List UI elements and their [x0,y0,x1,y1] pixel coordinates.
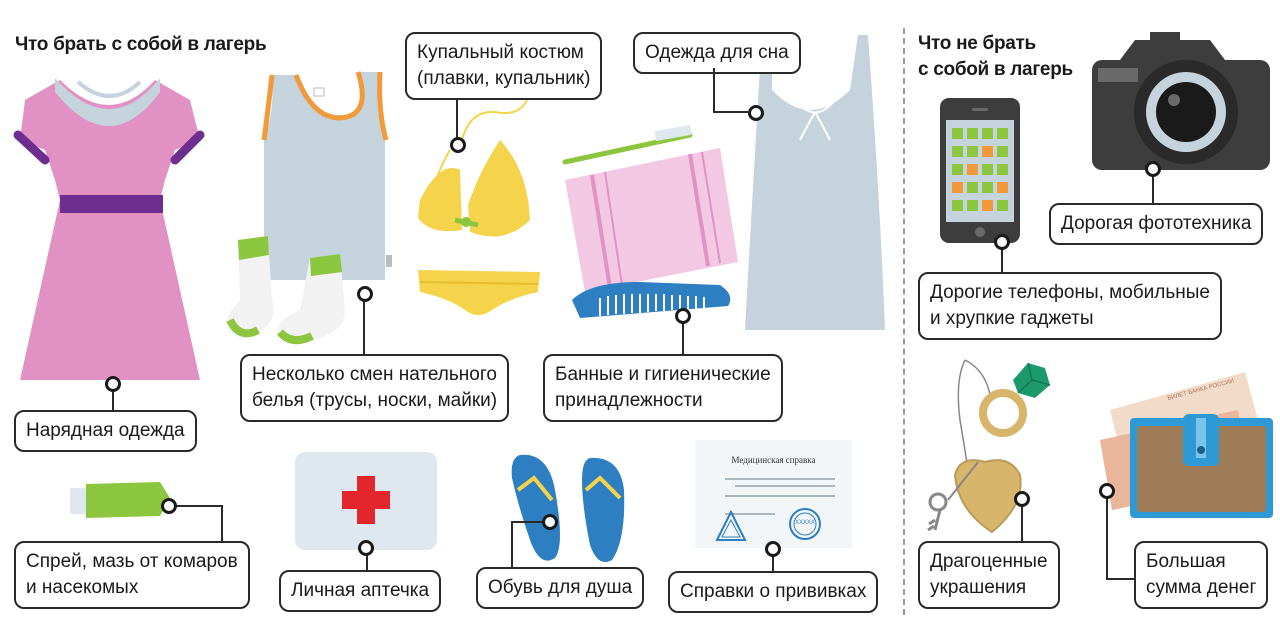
marker-camera [1145,161,1161,177]
line-spray-h [175,505,223,507]
label-jewelry-line1: Драгоценные [930,551,1048,572]
nightgown-icon [745,35,885,330]
flip-flops-icon [511,454,625,563]
medical-certificate-icon: Медицинская справка XXXXX [695,440,852,548]
line-hygiene [682,322,684,356]
label-dress: Нарядная одежда [14,410,197,452]
undershirt-icon [261,71,392,280]
line-certificates [772,555,774,573]
label-money-line1: Большая [1146,551,1226,572]
label-swimsuit-line2: (плавки, купальник) [417,68,591,89]
label-jewelry-line2: украшения [930,577,1027,598]
section-heading-not-take-line2: с собой в лагерь [918,59,1073,80]
label-camera: Дорогая фототехника [1049,203,1264,245]
label-certificates: Справки о прививках [668,571,879,613]
label-swimsuit-line1: Купальный костюм [417,42,584,63]
comb-icon [572,282,731,318]
label-hygiene-line2: принадлежности [555,390,703,411]
line-firstaid [366,554,368,572]
label-hygiene: Банные и гигиенические принадлежности [543,354,783,422]
marker-sleepwear [748,105,764,121]
marker-phones [994,234,1010,250]
marker-jewelry [1014,491,1030,507]
line-money-h [1106,578,1136,580]
first-aid-kit-icon [295,452,437,550]
label-sleepwear: Одежда для сна [633,32,801,74]
line-shoes-v [511,521,513,569]
dress-icon [13,78,205,380]
label-shower-shoes: Обувь для душа [476,567,645,609]
towel-icon [565,148,738,292]
marker-money [1099,483,1115,499]
line-spray-v [221,505,223,543]
label-underwear: Несколько смен нательного белья (трусы, … [240,354,510,422]
line-jewelry [1021,505,1023,543]
section-heading-take: Что брать с собой в лагерь [15,34,267,55]
certificate-title: Медицинская справка [731,455,816,465]
swimsuit-icon [418,69,551,315]
section-heading-not-take: Что не брать с собой в лагерь [918,31,1073,83]
marker-shoes [542,514,558,530]
marker-firstaid [358,540,374,556]
section-heading-not-take-line1: Что не брать [918,33,1036,54]
jewelry-icon [927,359,1051,534]
smartphone-icon [940,98,1020,243]
label-money: Большая сумма денег [1134,541,1269,609]
marker-underwear [357,286,373,302]
line-shoes-h [511,521,551,523]
line-money-v [1106,496,1108,580]
line-swimsuit [456,98,458,144]
line-phones [1001,248,1003,274]
camera-icon [1092,32,1270,170]
marker-hygiene [675,308,691,324]
ointment-tube-icon [70,482,170,518]
label-underwear-line1: Несколько смен нательного [252,364,497,385]
line-camera [1152,175,1154,205]
toothbrush-icon [562,124,693,165]
section-divider [903,28,905,615]
wallet-icon [1130,414,1273,518]
line-sleepwear-h [713,111,755,113]
label-money-line2: сумма денег [1146,577,1257,598]
label-spray-line2: и насекомых [26,577,139,598]
label-jewelry: Драгоценные украшения [918,541,1060,609]
label-hygiene-line1: Банные и гигиенические [555,364,771,385]
marker-spray [161,498,177,514]
line-sleepwear-v [713,68,715,113]
marker-certificates [765,541,781,557]
certificate-stamp-text: XXXXX [794,520,815,526]
label-spray: Спрей, мазь от комаров и насекомых [14,541,250,609]
marker-dress [105,376,121,392]
label-underwear-line2: белья (трусы, носки, майки) [252,390,498,411]
socks-icon [226,236,345,345]
label-spray-line1: Спрей, мазь от комаров [26,551,238,572]
label-phones-line2: и хрупкие гаджеты [930,308,1094,329]
line-underwear [363,300,365,356]
label-phones: Дорогие телефоны, мобильные и хрупкие га… [918,272,1222,340]
marker-swimsuit [450,137,466,153]
label-firstaid: Личная аптечка [279,570,442,612]
label-swimsuit: Купальный костюм (плавки, купальник) [405,32,603,100]
label-phones-line1: Дорогие телефоны, мобильные [930,282,1210,303]
line-dress [112,390,114,412]
